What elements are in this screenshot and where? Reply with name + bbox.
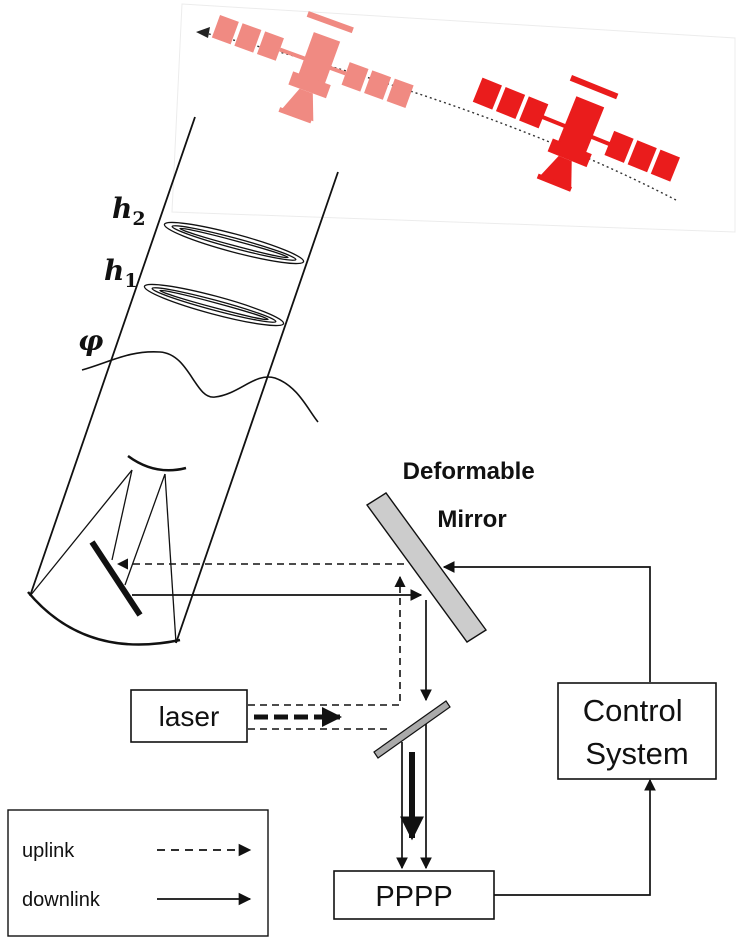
phase-wave bbox=[81, 351, 319, 423]
legend-uplink-label: uplink bbox=[22, 840, 75, 862]
fold-mirror bbox=[89, 540, 143, 617]
control-system-label: Control System bbox=[583, 693, 692, 771]
turbulence-layer-h1 bbox=[143, 283, 285, 327]
turbulence-layer-h2 bbox=[163, 221, 305, 265]
laser-label: laser bbox=[159, 701, 220, 732]
legend: uplink downlink bbox=[7, 809, 269, 937]
deformable-mirror-label: Deformable Mirror bbox=[403, 458, 542, 533]
downlink-paths bbox=[132, 561, 656, 896]
control-system-box: Control System bbox=[557, 682, 717, 780]
label-phi: φ bbox=[78, 324, 104, 357]
satellite-near-icon bbox=[472, 75, 680, 192]
satellite-far-icon bbox=[211, 11, 414, 124]
secondary-mirror bbox=[127, 454, 187, 472]
label-h1: h1 bbox=[104, 254, 138, 292]
uplink-paths bbox=[116, 558, 406, 730]
deformable-mirror bbox=[365, 492, 488, 643]
telescope bbox=[27, 454, 187, 646]
beam-column bbox=[29, 116, 339, 644]
label-h2: h2 bbox=[112, 192, 146, 230]
primary-mirror bbox=[27, 591, 181, 646]
pppp-label: PPPP bbox=[375, 881, 452, 913]
laser-box: laser bbox=[130, 689, 248, 743]
pppp-box: PPPP bbox=[333, 870, 495, 920]
beam-splitter bbox=[373, 700, 451, 759]
orbit-arrowhead bbox=[196, 27, 210, 38]
legend-downlink-label: downlink bbox=[22, 889, 101, 911]
orbit-path bbox=[204, 32, 677, 201]
